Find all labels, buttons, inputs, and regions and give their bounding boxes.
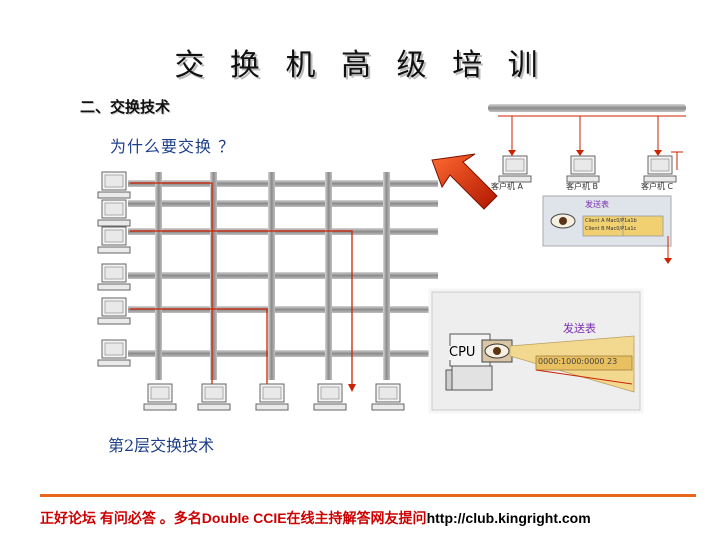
- forwarding-table-row-2: Client B Mac0/P1a1c: [585, 226, 637, 232]
- client-b-label: 客户机 B: [566, 182, 599, 191]
- address-text: 0000:1000:0000 23: [538, 357, 618, 366]
- red-arrow-icon: [431, 153, 498, 210]
- crossbar-vertical-bars: [155, 172, 390, 380]
- forwarding-table-panel: [542, 195, 672, 264]
- forwarding-table-title: 发送表: [585, 200, 609, 209]
- switch-paths: [130, 182, 353, 388]
- forwarding-table-row-1: Client A Mac0/P1a1b: [585, 218, 637, 224]
- cpu-label: CPU: [449, 345, 476, 360]
- footer: 正好论坛 有问必答 。多名Double CCIE在线主持解答网友提问http:/…: [40, 508, 591, 528]
- question-text: 为什么要交换 ？: [110, 137, 236, 156]
- footer-divider: [40, 494, 696, 497]
- footer-text: 正好论坛 有问必答 。多名Double CCIE在线主持解答网友提问: [40, 510, 427, 526]
- layer2-label: 第2层交换技术: [108, 436, 215, 455]
- footer-url[interactable]: http://club.kingright.com: [426, 510, 591, 526]
- bottom-pcs: [143, 383, 405, 411]
- left-pcs: [97, 171, 131, 367]
- crossbar-horizontal-bars: [128, 180, 438, 357]
- section-title: 二、交换技术: [80, 98, 171, 116]
- bus-network: [488, 104, 686, 183]
- client-c-label: 客户机 C: [641, 182, 674, 191]
- page-title: 交 换 机 高 级 培 训: [174, 48, 546, 83]
- switch-table-title: 发送表: [563, 322, 596, 335]
- client-a-label: 客户机 A: [491, 182, 524, 191]
